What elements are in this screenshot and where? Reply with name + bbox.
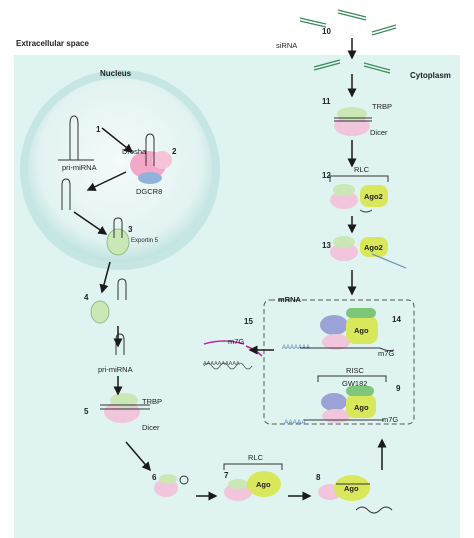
pri-mirna-hairpin-1	[58, 115, 94, 161]
trbp-right-label: TRBP	[372, 102, 393, 111]
ago2-step13	[330, 236, 407, 269]
ago2-13-label: Ago2	[364, 243, 383, 252]
trbp-left-label: TRBP	[142, 397, 163, 406]
pri-mirna-label-top: pri-miRNA	[62, 163, 97, 172]
step-10-number: 10	[322, 27, 331, 36]
risc-step14	[300, 308, 395, 352]
sirna-label: siRNA	[276, 41, 298, 50]
step-7-number: 7	[224, 471, 229, 480]
dicer-trbp-left	[100, 393, 150, 423]
dicer-trbp-right	[334, 107, 372, 136]
pri-mirna-hairpin-2	[61, 178, 71, 210]
ago2-12-label: Ago2	[364, 192, 383, 201]
step-6-number: 6	[152, 473, 157, 482]
m7g-9-label: m7G	[382, 415, 399, 424]
aaaaa-label: AAAAA	[284, 419, 306, 426]
step-2-number: 2	[172, 147, 177, 156]
step-11-number: 11	[322, 97, 331, 106]
poly-a-15-label: AAAAAAAAAA	[203, 361, 240, 367]
ago-step8	[318, 475, 393, 514]
step-5-number: 5	[84, 407, 89, 416]
pri-mirna-hairpin-3	[115, 333, 125, 355]
step-9-number: 9	[396, 384, 401, 393]
m7g-15-label: m7G	[228, 337, 245, 346]
m7g-14-label: m7G	[378, 349, 395, 358]
step-14-number: 14	[392, 315, 401, 324]
dicer-left-label: Dicer	[142, 423, 160, 432]
step-1-number: 1	[96, 125, 101, 134]
mrna-box-label: mRNA	[278, 295, 301, 304]
dicer-step6	[154, 474, 189, 497]
rlc-step12	[329, 175, 389, 213]
ago-7-label: Ago	[256, 480, 271, 489]
dicer-right-label: Dicer	[370, 128, 388, 137]
exportin-complex	[106, 217, 130, 256]
rlc-bottom-label: RLC	[248, 453, 264, 462]
ago-14-label: Ago	[354, 326, 369, 335]
risc-label: RISC	[346, 366, 364, 375]
dgcr8-label: DGCR8	[136, 187, 163, 196]
arrows	[73, 38, 387, 501]
drosha-label: Drosha	[122, 147, 147, 156]
rlc-step7	[223, 463, 283, 501]
step-8-number: 8	[316, 473, 321, 482]
rlc-right-label: RLC	[354, 165, 370, 174]
nucleus-label: Nucleus	[100, 69, 132, 78]
step-12-number: 12	[322, 171, 331, 180]
gw182-label: GW182	[342, 379, 368, 388]
ago-9-label: Ago	[354, 403, 369, 412]
sirna-duplexes	[299, 9, 397, 74]
mrna-box	[263, 299, 415, 425]
extracellular-space-label: Extracellular space	[16, 39, 89, 48]
drosha-dgcr8-complex	[130, 133, 172, 184]
risc-step9	[304, 375, 387, 423]
nucleus-inner	[28, 78, 212, 262]
step-4-number: 4	[84, 293, 89, 302]
exportin-label: Exportin 5	[131, 238, 159, 244]
step-13-number: 13	[322, 241, 331, 250]
step-3-number: 3	[128, 225, 133, 234]
poly-a-14-label: AAAAAAA	[282, 345, 311, 351]
pri-mirna-label-bottom: pri-miRNA	[98, 365, 133, 374]
ago-8-label: Ago	[344, 484, 359, 493]
exported-complex	[90, 278, 127, 324]
cytoplasm-label: Cytoplasm	[410, 71, 451, 80]
step-15-number: 15	[244, 317, 253, 326]
